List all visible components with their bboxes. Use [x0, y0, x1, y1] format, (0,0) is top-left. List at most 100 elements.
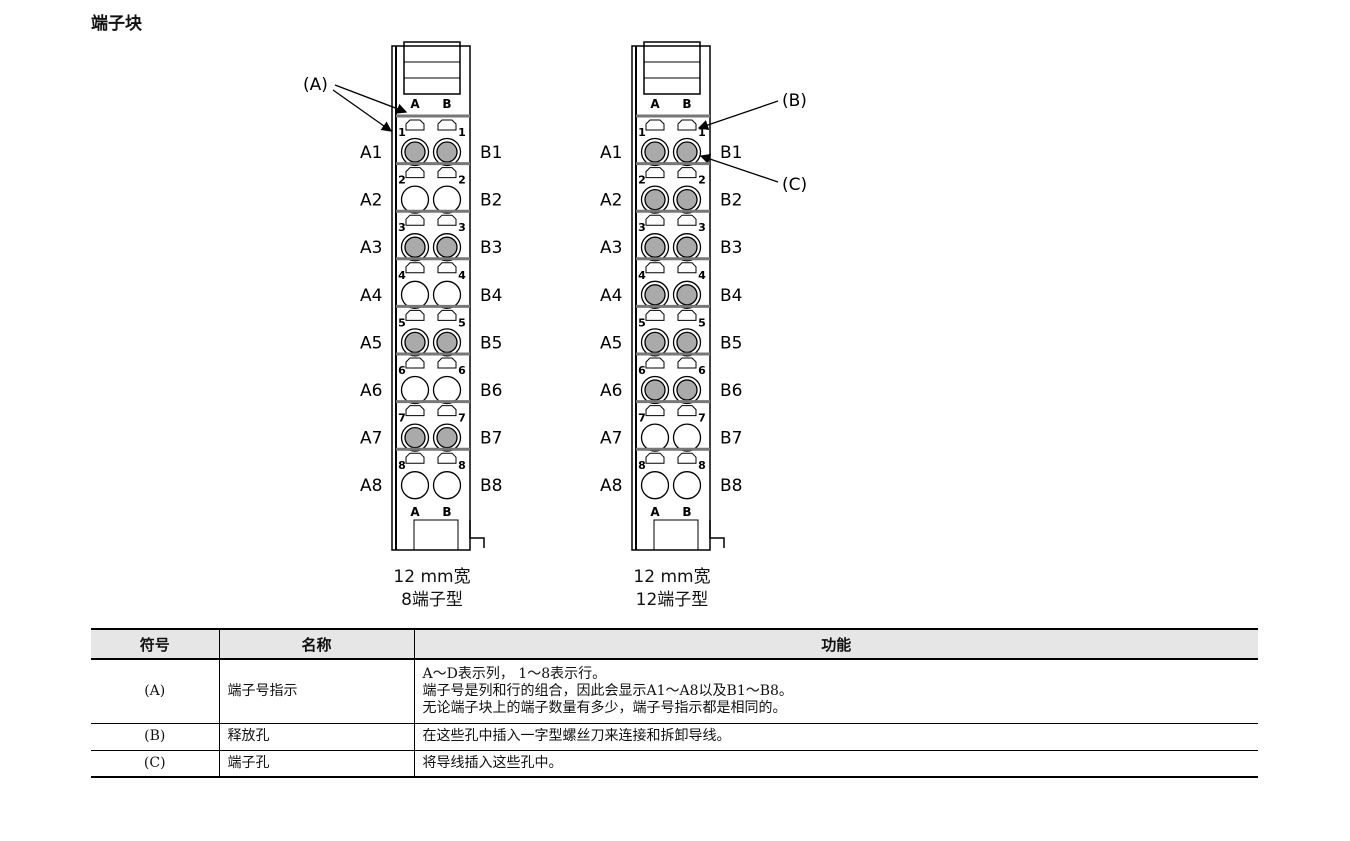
release-hole: [405, 405, 425, 417]
release-hole: [677, 309, 697, 321]
release-hole: [405, 357, 425, 369]
row-label-a: A7: [360, 429, 382, 449]
terminal-hole-insert: [676, 236, 698, 258]
row-number: 6: [458, 364, 466, 377]
terminal-hole: [400, 375, 430, 405]
bottom-hook: [469, 520, 485, 548]
terminal-hole: [432, 280, 462, 309]
row-number: 6: [398, 364, 406, 377]
row-label-a: A5: [360, 333, 382, 353]
block-12-caption: 12 mm宽 12端子型: [602, 566, 742, 612]
terminal-hole-insert: [676, 379, 698, 401]
block-12-width: 12 mm宽: [633, 567, 711, 587]
release-hole: [645, 262, 665, 274]
terminal-hole-insert: [436, 236, 458, 258]
release-hole: [437, 119, 457, 131]
row-number: 7: [638, 412, 646, 425]
row-number: 1: [638, 126, 646, 139]
header-name: 名称: [218, 628, 414, 660]
row-label-a: A8: [600, 476, 622, 496]
row-label-a: A8: [360, 476, 382, 496]
terminal-hole-insert: [436, 141, 458, 163]
row-number: 5: [398, 316, 406, 329]
terminal-hole: [640, 423, 670, 452]
row-label-a: A6: [600, 381, 622, 401]
row-label-a: A2: [360, 191, 382, 211]
row-number: 4: [398, 269, 406, 282]
row-label-b: B5: [720, 333, 742, 353]
row-label-a: A1: [360, 143, 382, 163]
row-label-b: B7: [720, 429, 742, 449]
row-label-b: B2: [720, 191, 742, 211]
row-number: 2: [638, 174, 646, 187]
terminal-hole-insert: [676, 331, 698, 354]
row-number: 3: [398, 221, 406, 234]
column-letter-a: A: [650, 505, 660, 519]
row-label-a: A1: [600, 143, 622, 163]
row-label-b: B1: [480, 143, 502, 163]
release-hole: [405, 309, 425, 321]
release-hole: [677, 262, 697, 274]
bottom-hook: [709, 520, 725, 548]
release-hole: [677, 167, 697, 179]
terminal-hole-insert: [436, 426, 458, 449]
symbol-cell: (C): [91, 750, 219, 778]
row-number: 8: [458, 459, 466, 472]
row-label-a: A3: [600, 238, 622, 258]
callout-a: (A): [303, 75, 328, 95]
row-label-a: A2: [600, 191, 622, 211]
row-number: 7: [458, 412, 466, 425]
function-line: 端子号是列和行的组合，因此会显示A1～A8以及B1～B8。: [422, 682, 793, 699]
symbol-cell: (B): [91, 723, 219, 751]
row-number: 3: [698, 221, 706, 234]
terminal-hole: [400, 471, 430, 500]
terminal-hole-insert: [676, 284, 698, 306]
row-label-b: B8: [480, 476, 502, 496]
block-12-type: 12端子型: [635, 590, 709, 610]
row-number: 3: [638, 221, 646, 234]
function-cell: 将导线插入这些孔中。: [413, 750, 1258, 778]
name-cell: 端子孔: [218, 750, 414, 778]
header-symbol: 符号: [91, 628, 219, 660]
row-label-a: A7: [600, 429, 622, 449]
release-hole: [437, 214, 457, 226]
terminal-hole: [400, 185, 430, 214]
section-heading: 端子块: [91, 14, 142, 34]
terminal-hole-insert: [644, 188, 666, 211]
terminal-hole-insert: [644, 236, 666, 258]
block-8-width: 12 mm宽: [393, 567, 471, 587]
row-number: 2: [398, 174, 406, 187]
function-line: A～D表示列， 1～8表示行。: [422, 665, 607, 682]
row-label-b: B1: [720, 143, 742, 163]
row-label-a: A4: [360, 286, 382, 306]
bottom-latch: [653, 519, 699, 551]
column-letter-a: A: [650, 97, 660, 111]
terminal-hole-insert: [676, 188, 698, 211]
release-hole: [645, 167, 665, 179]
row-number: 2: [698, 174, 706, 187]
row-label-a: A4: [600, 286, 622, 306]
row-number: 6: [698, 364, 706, 377]
function-cell: A～D表示列， 1～8表示行。 端子号是列和行的组合，因此会显示A1～A8以及B…: [413, 659, 1258, 724]
row-number: 8: [638, 459, 646, 472]
table-row: (C) 端子孔 将导线插入这些孔中。: [91, 750, 1258, 778]
terminal-hole-insert: [404, 236, 426, 258]
release-hole: [645, 405, 665, 417]
release-hole: [645, 357, 665, 369]
row-number: 8: [698, 459, 706, 472]
terminal-hole-insert: [436, 331, 458, 354]
callout-b: (B): [782, 91, 807, 111]
release-hole: [677, 357, 697, 369]
name-cell: 端子号指示: [218, 659, 414, 724]
column-letter-b: B: [682, 505, 691, 519]
header-function: 功能: [413, 628, 1258, 660]
row-number: 5: [638, 316, 646, 329]
symbol-cell: (A): [91, 659, 219, 724]
row-number: 7: [398, 412, 406, 425]
release-hole: [437, 262, 457, 274]
row-number: 1: [398, 126, 406, 139]
terminal-hole-insert: [644, 379, 666, 401]
terminal-hole-insert: [644, 141, 666, 163]
